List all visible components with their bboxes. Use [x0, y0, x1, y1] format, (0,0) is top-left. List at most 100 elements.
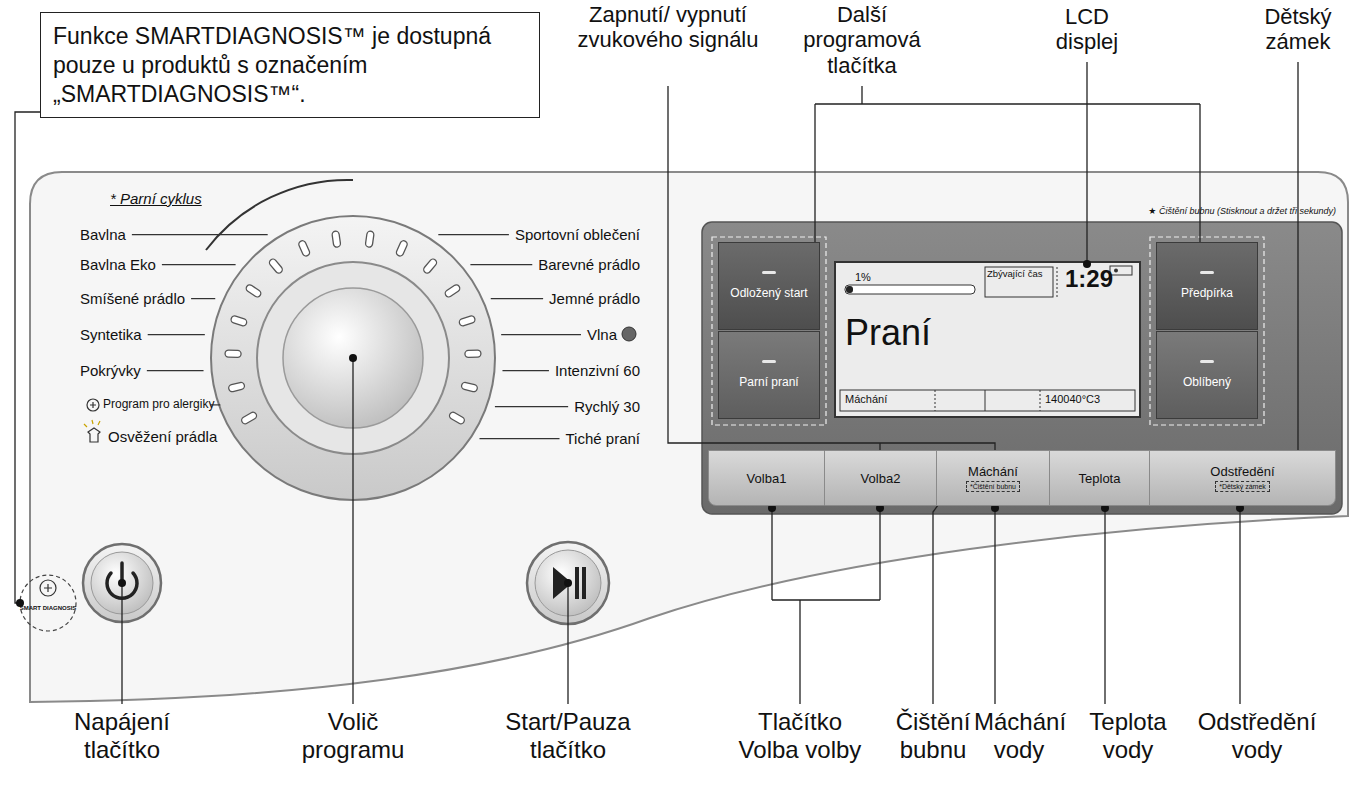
sub-label: *Dětský zámek [1215, 481, 1270, 492]
leader-line [668, 86, 995, 452]
panel-housing [30, 172, 1348, 702]
lcd-display: 1%Zbývající čas1:29PraníMáchání140040°C3 [835, 262, 1140, 417]
callout-label: Volič programu [288, 708, 418, 763]
lcd-text: Praní [845, 312, 931, 354]
refresh-icon [88, 428, 100, 442]
program-label: Barevné prádlo [440, 256, 640, 273]
option-button: Volba1 [708, 450, 825, 506]
program-label: Tiché praní [440, 430, 640, 447]
progress-bar [845, 285, 975, 294]
leader-line [479, 438, 559, 439]
callout-label: Tlačítko Volba volby [738, 708, 863, 763]
leader-line [352, 358, 353, 704]
button-label: Odstředění [1210, 464, 1274, 479]
program-group-label: * Parní cyklus [110, 190, 202, 207]
led-slot [298, 240, 311, 257]
led-slot [225, 350, 241, 358]
pause-icon [575, 567, 579, 599]
leader-dot [118, 579, 126, 587]
button-label: Teplota [1079, 471, 1121, 486]
program-label: Rychlý 30 [440, 398, 640, 415]
program-button: Oblíbený [1156, 331, 1258, 419]
led-slot [240, 411, 257, 425]
lcd-text: Máchání [845, 393, 887, 405]
leader-line [148, 334, 205, 335]
button-label: Parní praní [739, 375, 798, 389]
refresh-icon [84, 420, 100, 427]
program-label: Intenzivní 60 [440, 362, 640, 379]
indicator-light [762, 360, 776, 363]
callout-label: Zapnutí/ vypnutí zvukového signálu [553, 2, 783, 53]
display-panel [702, 222, 1342, 514]
leader-line [470, 264, 532, 265]
program-label: Bavlna [80, 226, 126, 243]
pause-icon [582, 567, 586, 599]
allergy-icon [90, 402, 96, 408]
indicator-light [1200, 360, 1214, 363]
allergy-icon [87, 399, 99, 411]
leader-line [933, 494, 946, 704]
leader-line [147, 370, 204, 371]
button-label: Předpírka [1181, 286, 1233, 300]
leader-line [15, 112, 40, 603]
callout-label: Čištění bubnu [893, 708, 973, 763]
lcd-status-row [840, 390, 1135, 411]
leader-line [994, 508, 995, 704]
program-buttons-group [712, 237, 826, 425]
program-label: Osvěžení prádla [108, 428, 217, 445]
led-slot [230, 315, 247, 327]
callout-label: Start/Pauza tlačítko [488, 708, 648, 763]
option-button: Volba2 [825, 450, 937, 506]
lcd-separator [985, 390, 986, 411]
option-button: Teplota [1050, 450, 1150, 506]
callout-label: LCD displej [1037, 4, 1137, 55]
leader-line [132, 234, 268, 235]
door-lock-icon [1110, 266, 1132, 275]
lcd-text: 1% [855, 271, 871, 283]
callout-label: Máchání vody [974, 708, 1064, 763]
program-button: Předpírka [1156, 242, 1258, 330]
door-lock-icon [1114, 269, 1118, 273]
led-slot [461, 382, 478, 393]
program-label: Pokrývky [80, 362, 141, 379]
leader-line [1292, 62, 1298, 490]
program-label: Jemné prádlo [440, 290, 640, 307]
button-label: Funkce SMARTDIAGNOSIS™ je dostupná pouze… [53, 22, 527, 108]
lcd-text: 1:29 [1065, 265, 1113, 293]
program-label: Smíšené prádlo [80, 290, 185, 307]
lcd-screen [835, 262, 1140, 417]
leader-line [438, 234, 509, 235]
leader-line [772, 508, 880, 704]
option-button: Máchání*Čištění bubnu [937, 450, 1050, 506]
indicator-light [1200, 271, 1214, 274]
lcd-separator [1057, 267, 1058, 297]
led-slot [332, 231, 341, 248]
led-slot [365, 231, 374, 248]
lcd-text: 140040°C3 [1045, 393, 1100, 405]
leader-dot [564, 579, 572, 587]
callout-label: Teplota vody [1078, 708, 1178, 763]
option-button: Odstředění *Dětský zámek [1150, 450, 1336, 506]
indicator-light [762, 271, 776, 274]
note-box: Funkce SMARTDIAGNOSIS™ je dostupná pouze… [40, 12, 540, 118]
led-slot [268, 258, 284, 275]
smartdiagnosis-logo-icon [40, 580, 56, 596]
leader-line [495, 406, 568, 407]
program-label: Vlna [417, 326, 617, 343]
program-buttons-group [1150, 237, 1264, 425]
leader-line [815, 86, 1200, 256]
button-label: Volba1 [747, 471, 787, 486]
progress-bar-fill [846, 286, 853, 293]
button-label: Oblíbený [1183, 375, 1231, 389]
program-label: Sportovní oblečení [440, 226, 640, 243]
program-label: Bavlna Eko [80, 256, 156, 273]
leader-line [121, 583, 122, 704]
leader-line [1104, 508, 1105, 704]
sub-label: *Čištění bubnu [966, 481, 1020, 492]
note-text: ★ Čištění bubnu (Stisknout a držet tři s… [1036, 206, 1336, 216]
led-slot [228, 382, 245, 393]
led-slot [465, 350, 481, 358]
wool-icon [622, 327, 636, 341]
led-slot [245, 284, 262, 299]
play-icon [553, 567, 572, 599]
